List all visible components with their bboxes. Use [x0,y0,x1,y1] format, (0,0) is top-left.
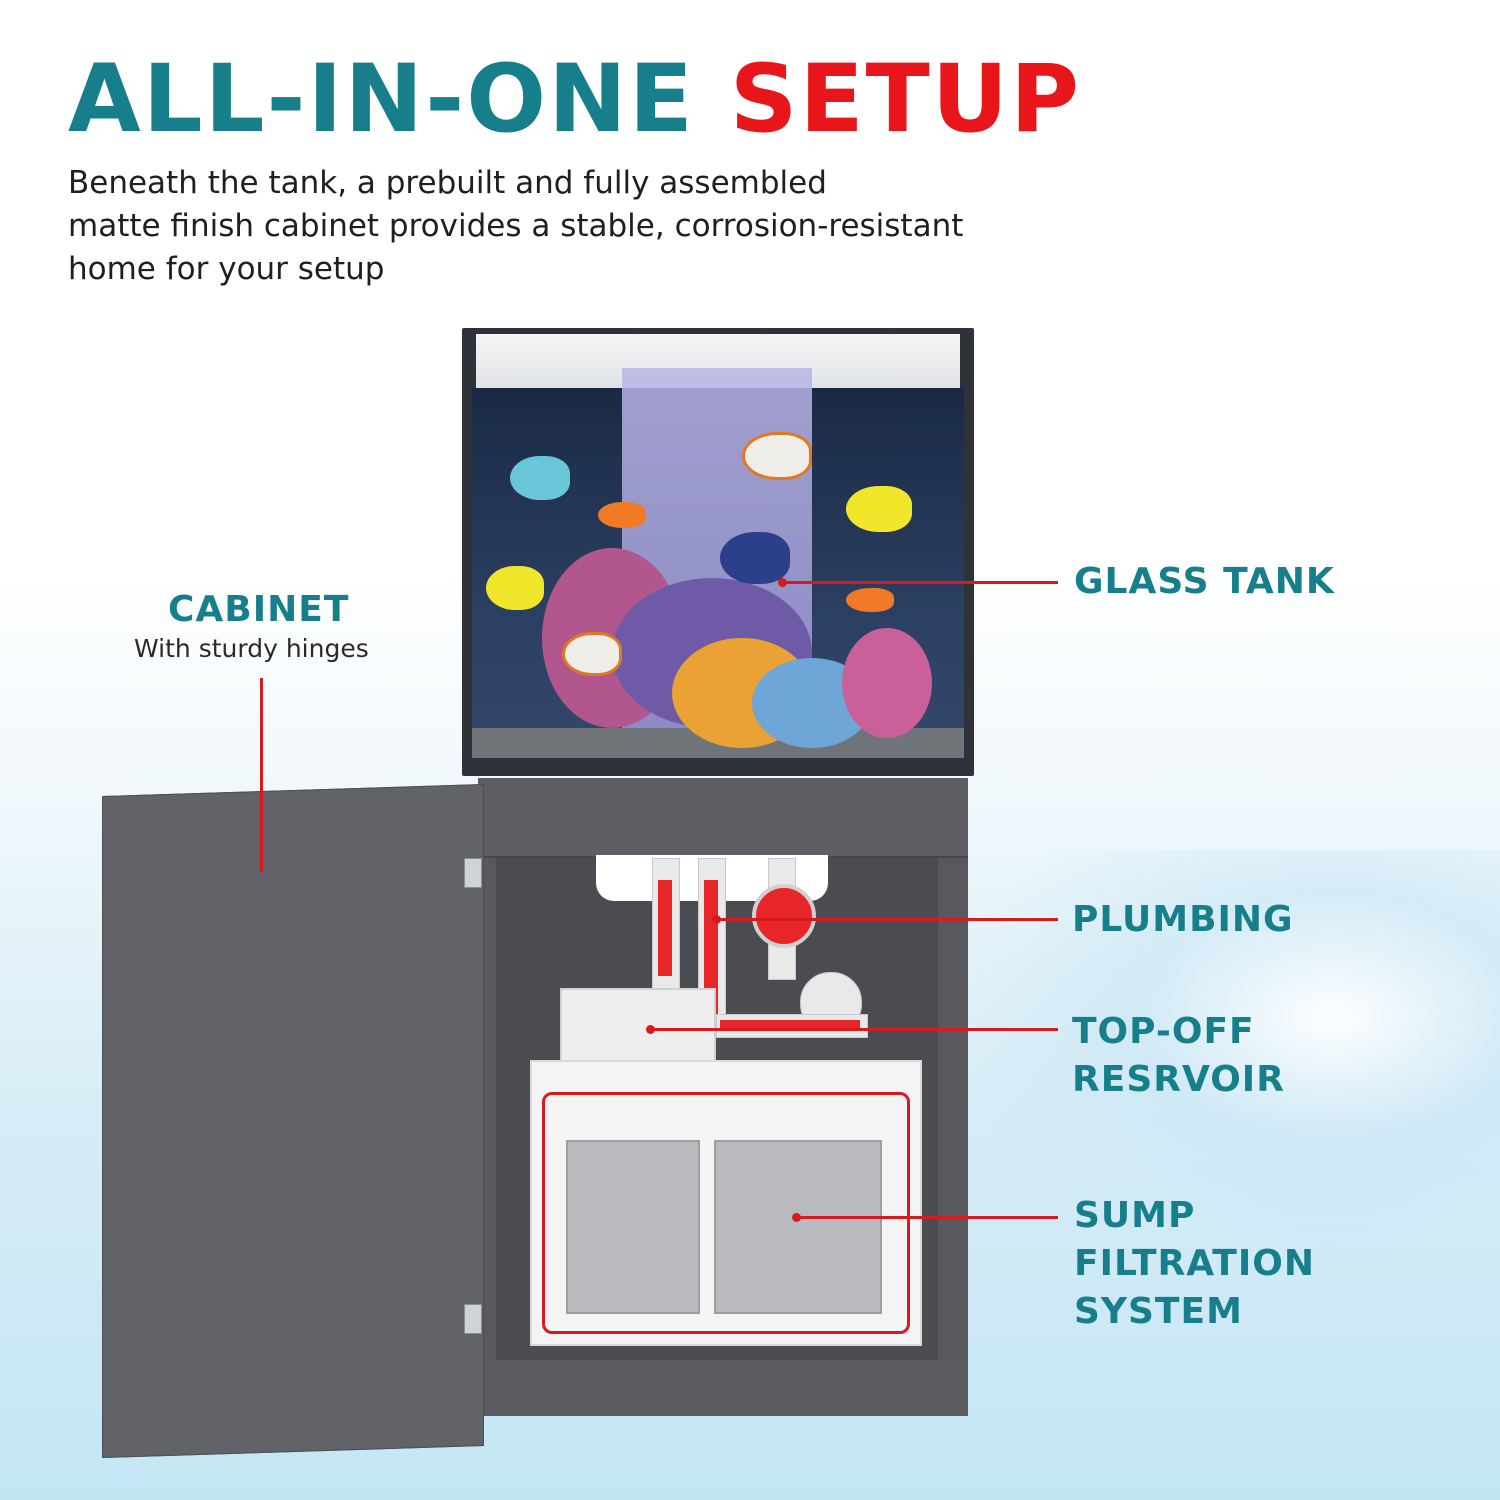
cabinet-top-panel [478,778,968,858]
description-line: home for your setup [68,251,385,287]
cabinet-subtitle: With sturdy hinges [134,634,369,663]
fish-discus [510,456,570,500]
label-line: SYSTEM [1074,1291,1243,1332]
coral-magenta [842,628,932,738]
description-line: Beneath the tank, a prebuilt and fully a… [68,165,827,201]
glass-tank-leader-dot [778,578,787,587]
sump-chamber-left [566,1140,700,1314]
plumbing-leader-line [716,918,1058,921]
description-line: matte finish cabinet provides a stable, … [68,208,964,244]
fish-clownfish-2 [846,588,894,612]
hinge-bottom [464,1304,482,1334]
hinge-top [464,858,482,888]
cabinet-leader-line [260,678,263,872]
fish-yellow-tang [846,486,912,532]
title-part-teal: ALL-IN-ONE [68,45,696,154]
fish-butterfly [742,432,812,480]
sump-red-outline [542,1092,910,1334]
pipe-left-red [658,880,672,976]
plumbing-leader-dot [712,915,721,924]
top-off-leader-line [650,1028,1058,1031]
top-off-reservoir-label: TOP-OFF RESRVOIR [1072,1008,1285,1104]
top-off-leader-dot [646,1025,655,1034]
plumbing-valve [752,884,816,948]
cabinet-label: CABINET [168,589,350,630]
fish-butterfly-2 [562,632,622,676]
fish-angelfish [720,532,790,584]
label-line: SUMP [1074,1195,1196,1236]
sump-chamber-right [714,1140,882,1314]
fish-clownfish [598,502,646,528]
sump-filtration-label: SUMP FILTRATION SYSTEM [1074,1192,1315,1336]
glass-tank-illustration [462,328,974,776]
label-line: RESRVOIR [1072,1059,1285,1100]
glass-tank-label: GLASS TANK [1074,561,1335,602]
label-line: FILTRATION [1074,1243,1315,1284]
title-part-red: SETUP [729,45,1082,154]
pipe-horizontal-red [720,1020,860,1030]
sump-illustration [530,1060,922,1346]
plumbing-label: PLUMBING [1072,899,1294,940]
cabinet-door [102,784,484,1459]
label-line: TOP-OFF [1072,1011,1255,1052]
cabinet-base [478,1360,968,1416]
sump-leader-line [796,1216,1058,1219]
glass-tank-leader-line [782,581,1058,584]
description: Beneath the tank, a prebuilt and fully a… [68,162,1068,291]
fish-yellow-tang-2 [486,566,544,610]
sump-leader-dot [792,1213,801,1222]
page-title: ALL-IN-ONE SETUP [68,48,1081,151]
